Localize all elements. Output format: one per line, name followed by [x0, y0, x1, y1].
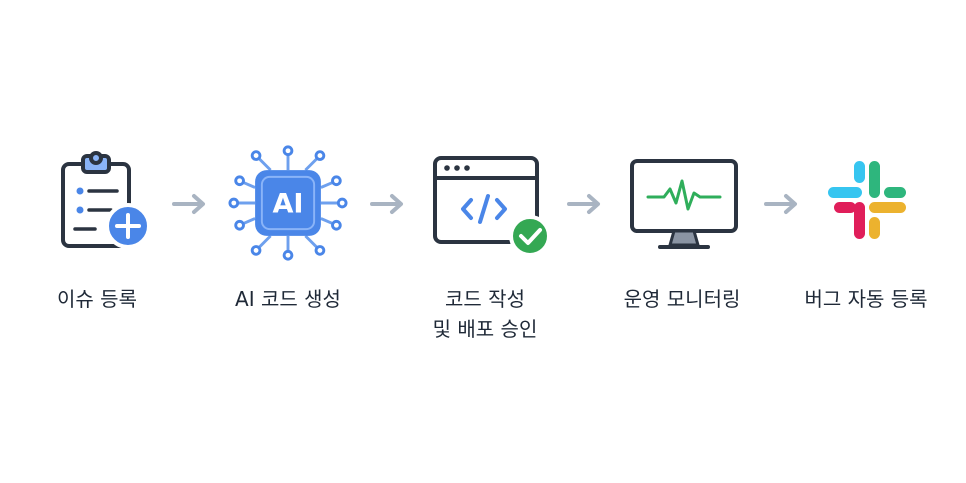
- step-label-bug: 버그 자동 등록: [804, 287, 928, 311]
- monitor-pulse-icon: [624, 140, 744, 265]
- code-window-check-icon: [425, 140, 555, 265]
- slack-icon: [810, 140, 930, 265]
- step-label-issue: 이슈 등록: [57, 287, 137, 311]
- ai-chip-text: AI: [272, 188, 303, 219]
- step-label-ai: AI 코드 생성: [235, 287, 341, 311]
- arrow-right-icon: [567, 194, 600, 214]
- arrow-right-icon: [370, 194, 403, 214]
- arrow-right-icon: [764, 194, 797, 214]
- step-label-code: 코드 작성 및 배포 승인: [432, 287, 538, 341]
- ai-chip-icon: AI: [228, 140, 348, 265]
- arrow-right-icon: [172, 194, 205, 214]
- step-label-monitor: 운영 모니터링: [623, 287, 741, 311]
- clipboard-add-icon: [40, 140, 160, 265]
